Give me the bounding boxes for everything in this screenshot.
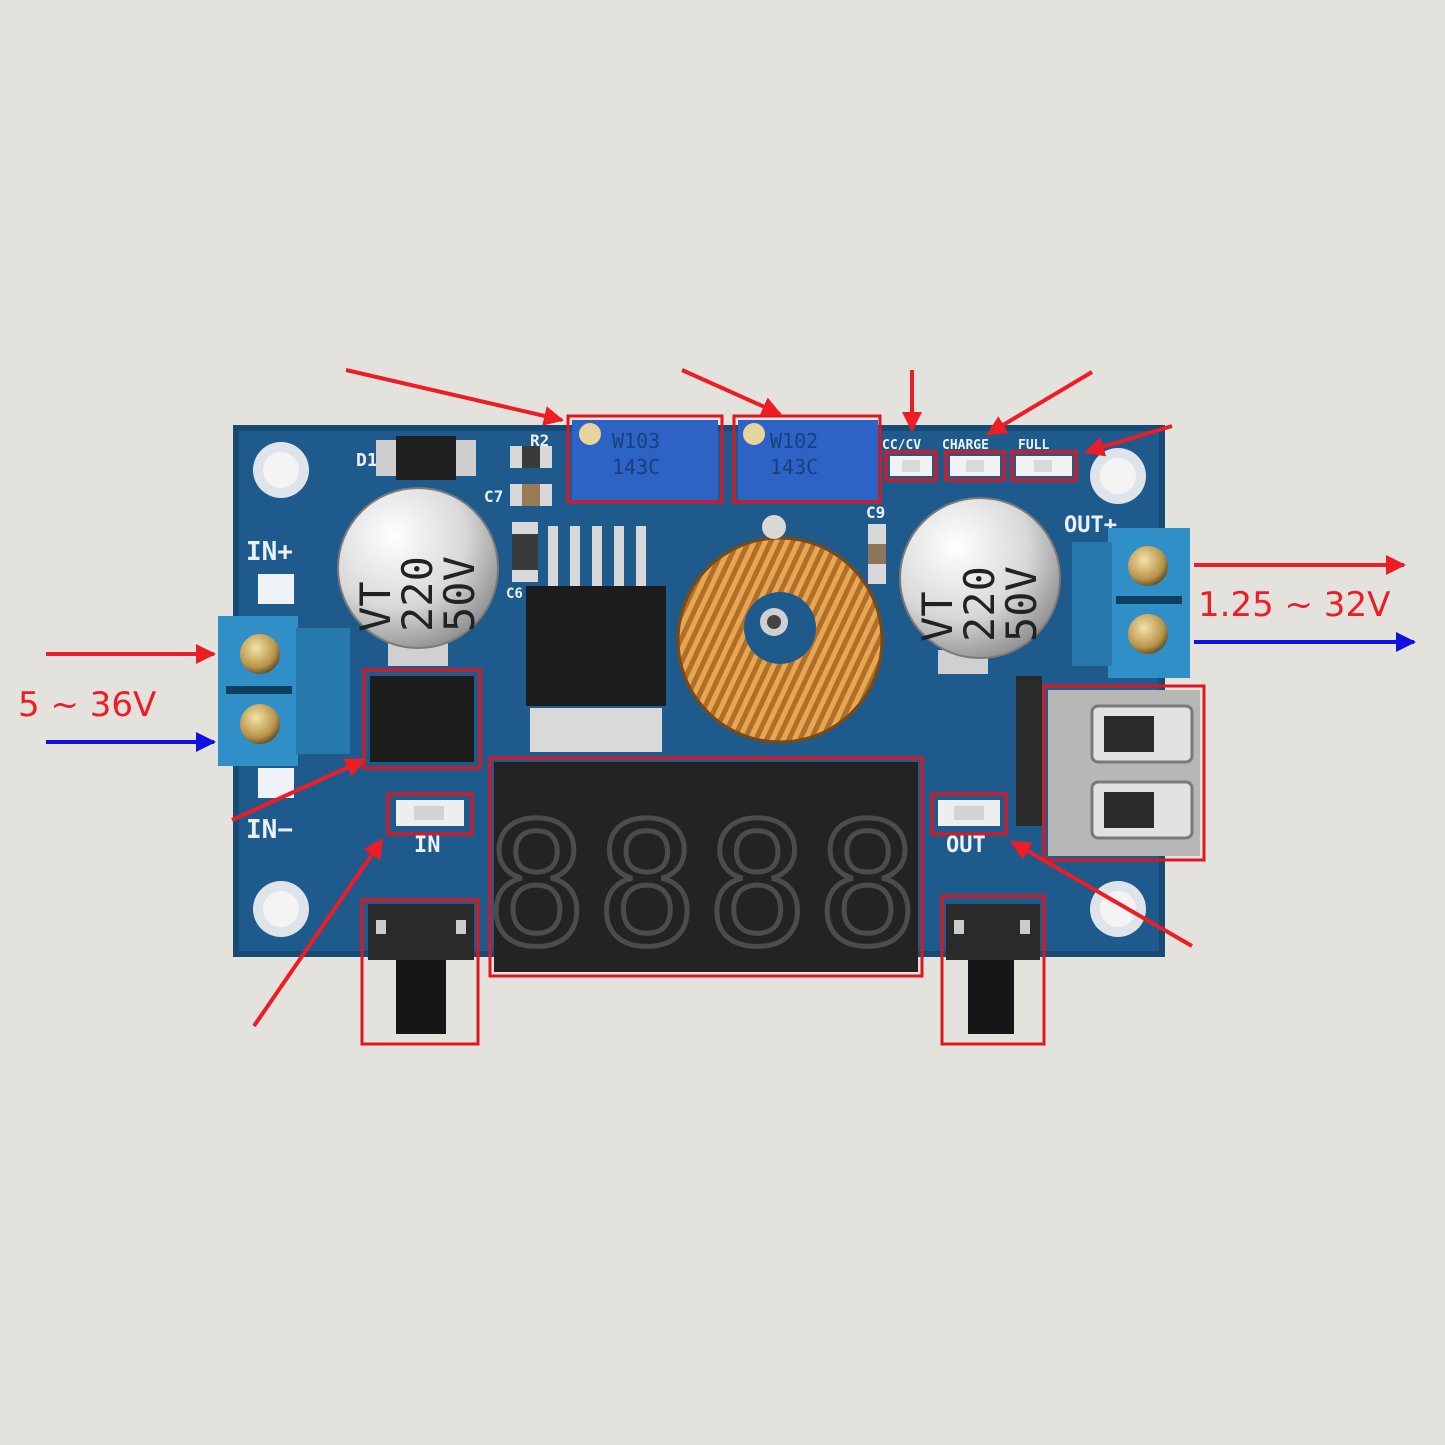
cap-right-line1: VT [913,591,962,642]
highlight-boxes [360,414,1206,1046]
silk-led-out: OUT [946,833,986,858]
toroid-inductor [676,515,884,744]
diode-d1 [376,436,476,480]
arrow-smd-diode [231,758,366,822]
pot-w103-code: W103 [612,429,660,453]
arrow-pot-w103 [345,368,564,426]
pot-w103-date: 143C [612,455,660,479]
silk-d1: D1 [356,450,378,471]
pot-w102-code: W102 [770,429,818,453]
arrow-led-out [1010,840,1194,948]
silk-c9: C9 [866,503,885,522]
regulator-ic [526,526,666,752]
input-voltage-label: 5 ~ 36V [18,685,156,725]
silk-c7: C7 [484,487,503,506]
highlight-display [488,756,924,978]
silk-charge: CHARGE [942,438,989,453]
highlight-smd-diode [362,668,482,770]
highlight-led-in [386,792,474,836]
highlight-pot-w103 [566,414,724,504]
highlight-button-out [940,894,1046,1046]
silk-full: FULL [1018,438,1049,453]
silk-cc-cv: CC/CV [882,438,921,453]
highlight-usb [1042,684,1206,862]
output-voltage-label: 1.25 ~ 32V [1198,585,1390,625]
potentiometer-w103[interactable]: W103 143C [572,420,718,500]
cap-left-line1: VT [351,581,400,632]
smd-diode-large [370,676,474,762]
terminal-block-input[interactable] [218,616,350,766]
potentiometer-w102[interactable]: W102 143C [738,420,878,500]
cap-left-line2: 220 [393,556,442,632]
capacitor-left: VT 220 50V [337,487,499,666]
arrow-led-in [252,838,384,1028]
voltage-leds [396,800,1000,826]
silk-in-minus: IN− [246,815,293,845]
button-out[interactable] [946,904,1040,1034]
highlight-button-in [360,898,480,1046]
arrow-led-charge [986,370,1094,436]
pot-w102-date: 143C [770,455,818,479]
silk-led-in: IN [414,833,441,858]
highlight-led-cc-cv [884,450,938,482]
cap-left-line3: 50V [435,556,484,632]
pad-in-plus [258,574,294,604]
status-leds [890,456,1072,476]
cap-right-line3: 50V [997,566,1046,642]
button-in[interactable] [368,904,474,1034]
usb-port[interactable] [1016,676,1200,856]
arrow-pot-w102 [681,368,782,416]
highlight-pot-w102 [732,414,882,504]
cap-right-line2: 220 [955,566,1004,642]
capacitor-right: VT 220 50V [899,497,1061,674]
highlight-led-full [1010,450,1078,482]
seven-segment-display: 8888 [483,762,926,988]
display-digits: 8888 [485,787,926,985]
mounting-holes [253,442,1146,937]
arrow-led-full [1084,424,1173,457]
smd-parts [510,446,886,584]
terminal-block-output[interactable] [1072,528,1190,678]
highlight-led-out [930,792,1008,836]
callout-arrows [231,368,1194,1028]
silk-in-plus: IN+ [246,537,293,567]
silk-c6: C6 [506,586,523,602]
silk-r2: R2 [530,431,549,450]
highlight-led-charge [944,450,1006,482]
